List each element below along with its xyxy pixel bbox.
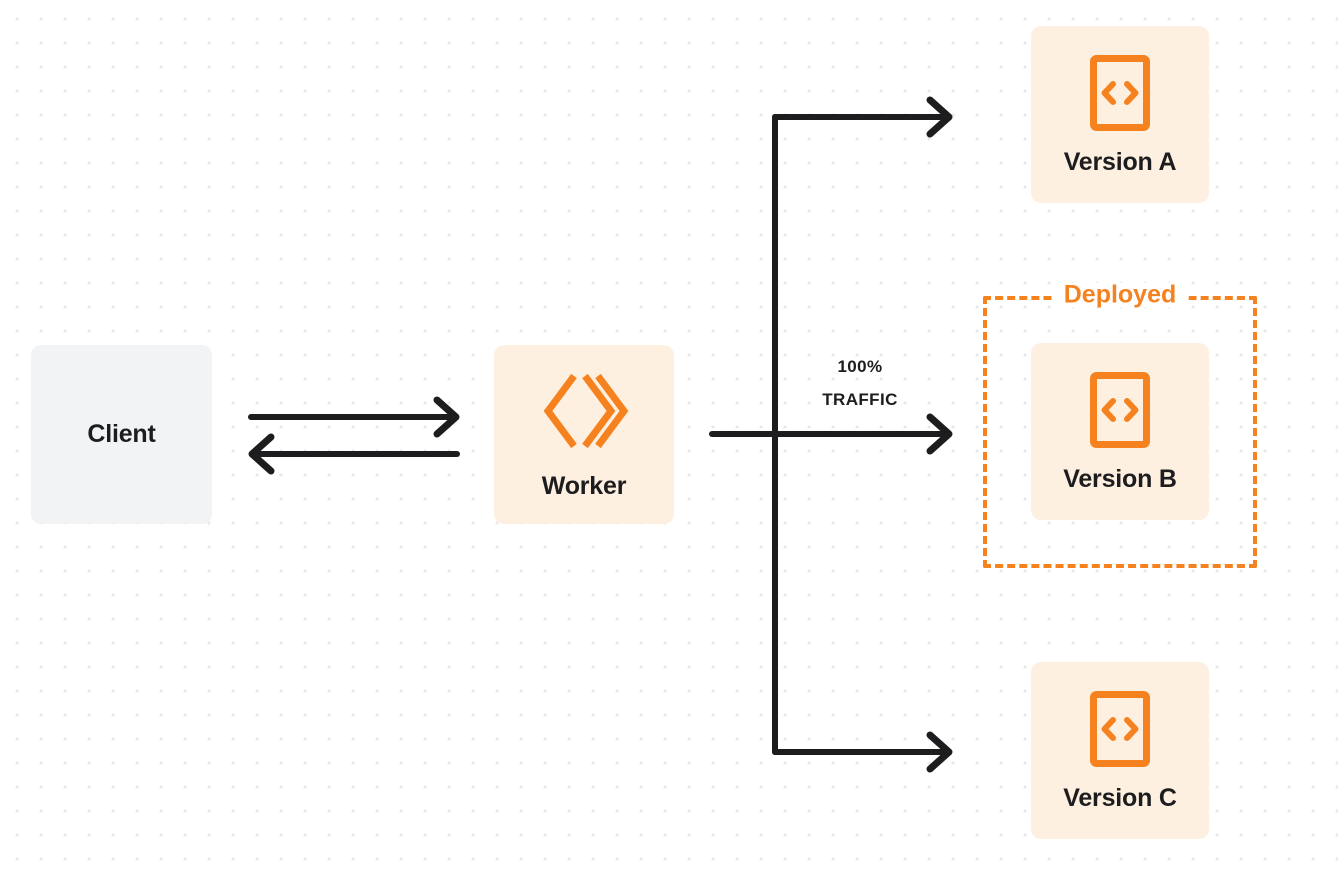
traffic-annotation: 100% TRAFFIC (790, 350, 930, 416)
node-version-b-label: Version B (1063, 465, 1177, 493)
node-client[interactable]: Client (31, 345, 212, 524)
code-document-icon (1089, 54, 1151, 132)
connector-worker-to-version-b (709, 413, 953, 455)
node-worker[interactable]: Worker (494, 345, 674, 524)
node-version-a-label: Version A (1063, 148, 1177, 176)
node-version-c-label: Version C (1063, 784, 1177, 812)
code-document-icon (1089, 690, 1151, 768)
node-worker-label: Worker (541, 472, 627, 500)
group-deployed: Deployed (983, 282, 1257, 568)
traffic-caption: TRAFFIC (822, 390, 898, 410)
group-deployed-label: Deployed (1051, 282, 1189, 308)
node-client-label: Client (87, 420, 156, 448)
code-document-icon (1089, 371, 1151, 449)
connector-client-to-worker (248, 396, 460, 438)
connector-worker-to-client (248, 433, 460, 475)
connector-worker-to-version-c (772, 731, 953, 773)
node-version-b[interactable]: Version B (1031, 343, 1209, 520)
connector-worker-to-version-a (772, 96, 953, 138)
cloudflare-workers-logo-icon (538, 370, 630, 452)
traffic-percent: 100% (837, 357, 883, 376)
node-version-c[interactable]: Version C (1031, 662, 1209, 839)
node-version-a[interactable]: Version A (1031, 26, 1209, 203)
